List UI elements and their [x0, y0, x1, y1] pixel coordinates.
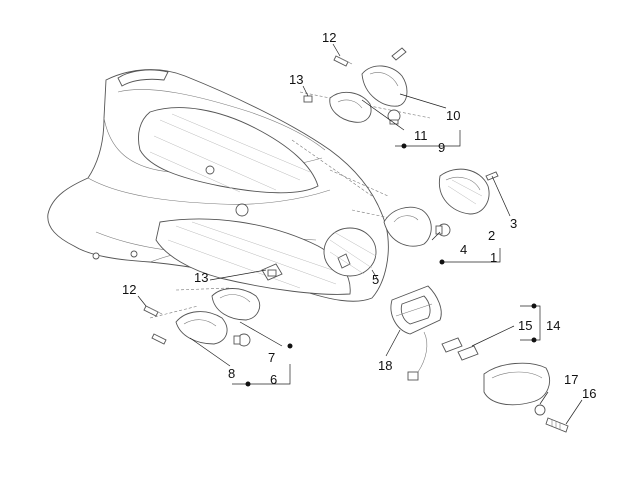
callout-12-left: 12 [122, 282, 136, 297]
callout-dots [245, 143, 537, 387]
callout-1: 1 [490, 250, 497, 265]
callout-13-top: 13 [289, 72, 303, 87]
left-indicator-assembly [143, 269, 277, 347]
callout-18: 18 [378, 358, 392, 373]
callout-7: 7 [268, 350, 275, 365]
callout-12-top: 12 [322, 30, 336, 45]
callout-16: 16 [582, 386, 596, 401]
callout-15: 15 [518, 318, 532, 333]
right-indicator-assembly [383, 168, 499, 247]
callout-8: 8 [228, 366, 235, 381]
callout-9: 9 [438, 140, 445, 155]
callout-5: 5 [372, 272, 379, 287]
callout-labels: 12 13 10 11 9 3 2 4 1 5 13 12 15 14 7 18… [122, 30, 596, 401]
callout-3: 3 [510, 216, 517, 231]
callout-17: 17 [564, 372, 578, 387]
callout-11: 11 [414, 128, 428, 143]
callout-14: 14 [546, 318, 560, 333]
callout-10: 10 [446, 108, 460, 123]
callout-6: 6 [270, 372, 277, 387]
upper-indicator-assembly [303, 47, 408, 125]
callout-2: 2 [488, 228, 495, 243]
front-shield-body [47, 69, 389, 302]
callout-4: 4 [460, 242, 467, 257]
leader-lines [137, 43, 583, 425]
callout-13-lower: 13 [194, 270, 208, 285]
license-light-assembly [390, 285, 569, 433]
